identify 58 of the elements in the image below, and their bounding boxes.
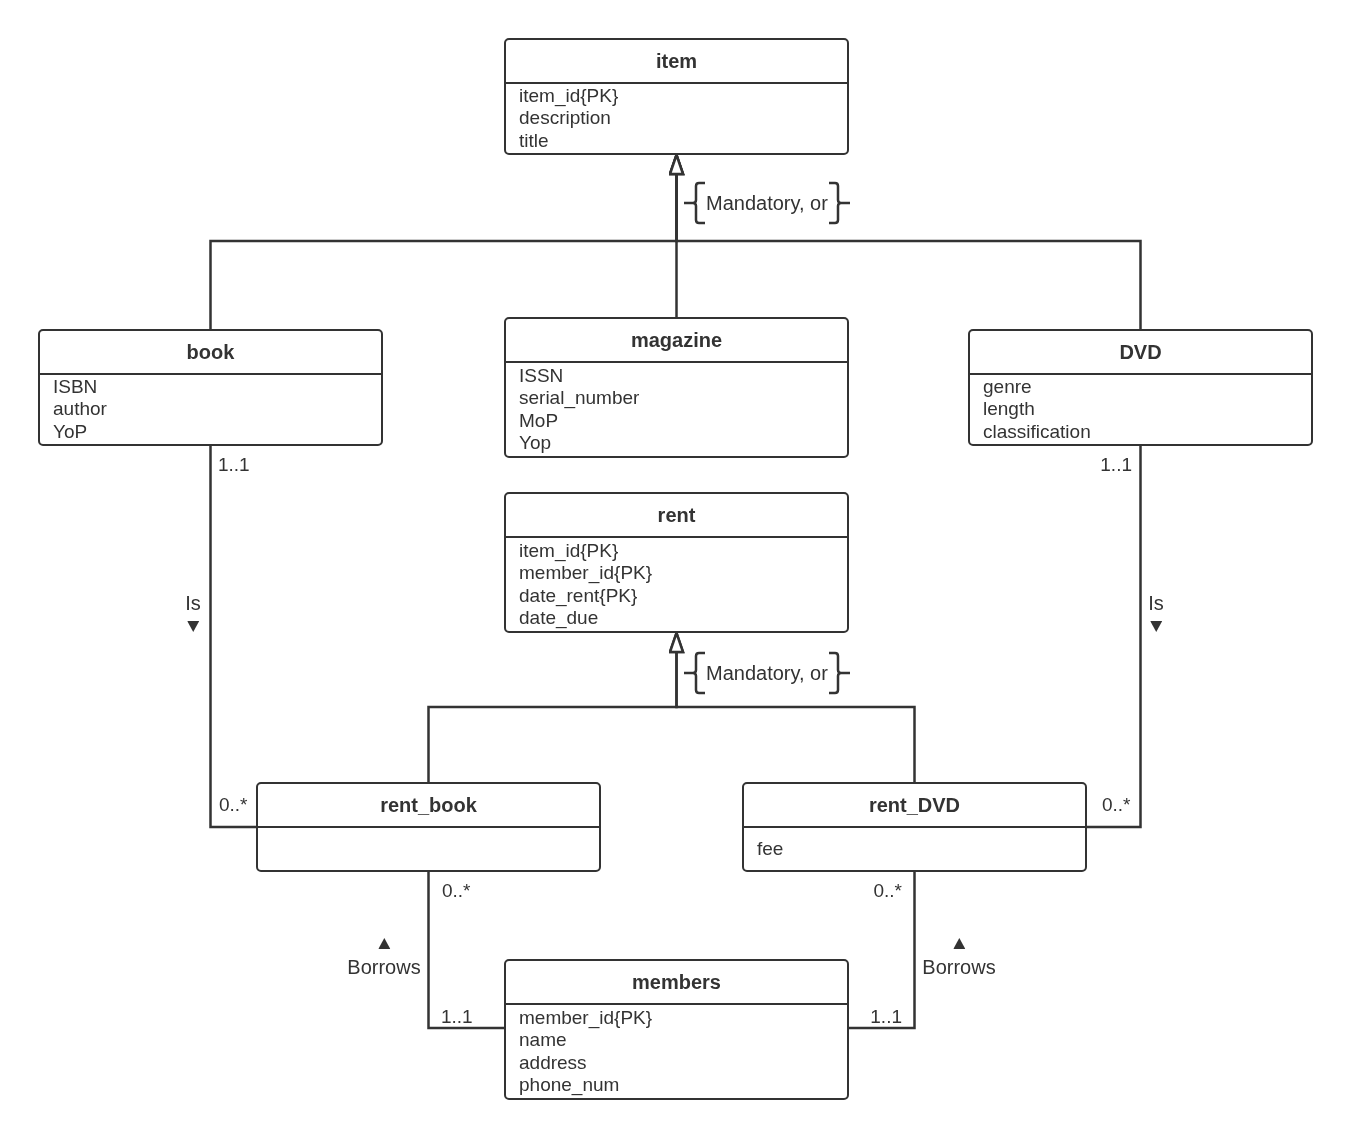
attribute-text: title [519,129,549,153]
class-name: book [186,339,235,364]
attribute-text: YoP [53,420,88,444]
generalization-arrow [668,153,1142,329]
class-box [256,782,601,872]
attribute-text: member_id{PK} [519,562,653,585]
multiplicity-label: 1..1 [218,453,250,477]
class-name: rent [657,502,696,527]
edge-label: Is [1148,591,1164,615]
association-line [427,872,504,1030]
class-box [504,492,849,633]
class-box [968,329,1313,446]
attribute-text: length [983,398,1035,421]
association-line [209,446,256,829]
edge-label: Borrows [922,955,996,979]
attribute-text: member_id{PK} [519,1006,653,1029]
attribute-text: address [519,1051,587,1074]
generalization-arrow [668,631,916,782]
class-box [504,959,849,1100]
multiplicity-label: 0..* [1102,793,1131,817]
attribute-text: author [53,398,107,421]
attribute-text: Yop [519,432,552,455]
attribute-text: date_due [519,607,599,630]
attribute-text: serial_number [519,387,640,410]
attribute-text: phone_num [519,1074,620,1097]
attribute-text: classification [983,420,1091,444]
multiplicity-label: 1..1 [441,1005,473,1029]
edge-label: Borrows [347,955,421,979]
attribute-text: genre [983,375,1032,399]
multiplicity-label: 1..1 [870,1005,902,1029]
class-name: magazine [630,327,723,352]
attribute-text: date_rent{PK} [519,584,638,607]
attribute-text: description [519,107,611,130]
attribute-text: fee [757,837,784,861]
constraint-label: Mandatory, or [706,661,828,685]
constraint-label: Mandatory, or [706,191,828,215]
attribute-text: ISSN [519,364,564,387]
class-box [742,782,1087,872]
association-line [1087,446,1142,829]
class-box [504,38,849,155]
attribute-text: name [519,1029,567,1052]
multiplicity-label: 1..1 [1100,453,1132,477]
attribute-text: item_id{PK} [519,539,619,562]
class-name: rent_DVD [868,792,961,817]
class-box [504,317,849,458]
multiplicity-label: 0..* [442,879,471,903]
class-name: rent_book [380,792,477,817]
class-box [38,329,383,446]
multiplicity-label: 0..* [219,793,248,817]
class-name: members [632,969,721,994]
attribute-text: item_id{PK} [519,84,619,108]
multiplicity-label: 0..* [873,879,902,903]
attribute-text: ISBN [53,375,98,399]
class-name: item [655,48,698,73]
class-name: DVD [1119,339,1162,364]
attribute-text: MoP [519,409,559,432]
edge-label: Is [185,591,201,615]
association-line [849,872,916,1030]
